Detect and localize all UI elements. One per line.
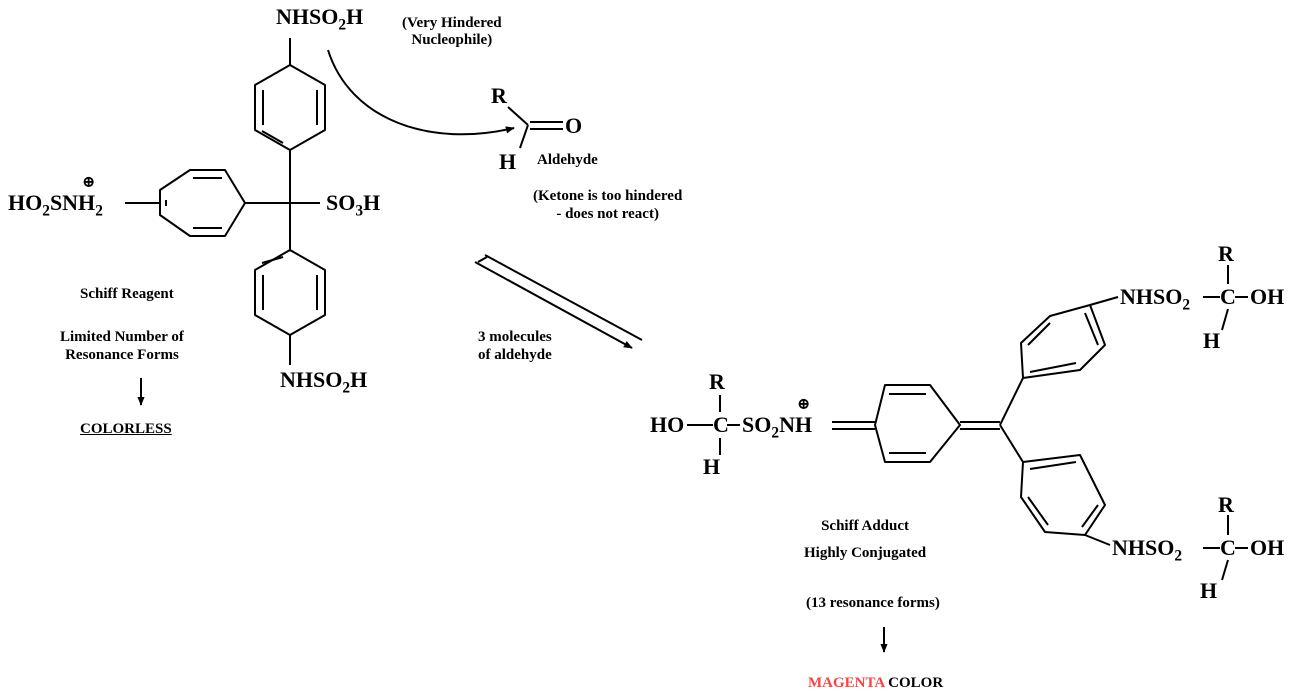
adduct-top-right-bonds bbox=[1203, 265, 1248, 331]
magenta-color-label: MAGENTA COLOR bbox=[808, 675, 944, 691]
adduct-top-right-c: C bbox=[1220, 284, 1236, 309]
reagent-bottom-ring bbox=[254, 203, 326, 365]
resonance-forms-label: (13 resonance forms) bbox=[806, 595, 940, 611]
adduct-caption: Schiff Adduct Highly Conjugated bbox=[804, 518, 927, 561]
aldehyde-o: O bbox=[565, 113, 583, 138]
adduct-top-right-group: NHSO2 bbox=[1120, 284, 1191, 314]
hindered-note: (Very Hindered Nucleophile) bbox=[402, 15, 502, 48]
adduct-bottom-right-h: H bbox=[1200, 578, 1218, 603]
adduct-bottom-right-oh: OH bbox=[1250, 535, 1285, 560]
adduct-top-right-oh: OH bbox=[1250, 284, 1285, 309]
adduct-left-ho: HO bbox=[650, 412, 685, 437]
adduct-lower-ring bbox=[999, 424, 1111, 546]
adduct-positive-charge: ⊕ bbox=[797, 396, 811, 413]
magenta-word: MAGENTA bbox=[808, 675, 885, 691]
adduct-upper-ring bbox=[999, 296, 1119, 426]
reagent-positive-charge: ⊕ bbox=[82, 174, 96, 191]
aldehyde-label: Aldehyde bbox=[537, 152, 598, 168]
aldehyde-r: R bbox=[491, 83, 507, 108]
adduct-top-right-r: R bbox=[1218, 241, 1234, 266]
adduct-left-bonds bbox=[687, 395, 740, 455]
reagent-bottom-group: NHSO2H bbox=[280, 367, 368, 397]
equilibrium-arrow-icon bbox=[474, 254, 643, 349]
reagent-center-group: SO3H bbox=[326, 190, 381, 220]
curved-arrow-icon bbox=[327, 49, 515, 136]
adduct-quinoid-ring bbox=[832, 384, 1000, 463]
reagent-top-group: NHSO2H bbox=[276, 4, 364, 34]
adduct-bottom-right-c: C bbox=[1220, 535, 1236, 560]
aldehyde-h: H bbox=[499, 149, 517, 174]
reagent-name: Schiff Reagent bbox=[80, 286, 174, 302]
adduct-left-so: SO2NH bbox=[742, 412, 813, 442]
reagent-top-ring bbox=[254, 38, 326, 203]
adduct-top-right-h: H bbox=[1203, 328, 1221, 353]
adduct-left-r: R bbox=[709, 369, 725, 394]
adduct-left-c: C bbox=[713, 412, 729, 437]
colorless-label: COLORLESS bbox=[80, 421, 172, 437]
aldehyde-structure bbox=[507, 106, 563, 149]
equilibrium-label: 3 molecules of aldehyde bbox=[478, 329, 552, 363]
adduct-bottom-right-group: NHSO2 bbox=[1112, 535, 1183, 565]
reagent-left-ring bbox=[125, 169, 290, 237]
reagent-resonance: Limited Number of Resonance Forms bbox=[60, 329, 184, 363]
ketone-note: (Ketone is too hindered - does not react… bbox=[533, 188, 683, 222]
adduct-bottom-right-bonds bbox=[1203, 515, 1248, 581]
adduct-left-h: H bbox=[703, 454, 721, 479]
adduct-bottom-right-r: R bbox=[1218, 492, 1234, 517]
reagent-left-group: HO2SNH2 bbox=[8, 190, 103, 220]
